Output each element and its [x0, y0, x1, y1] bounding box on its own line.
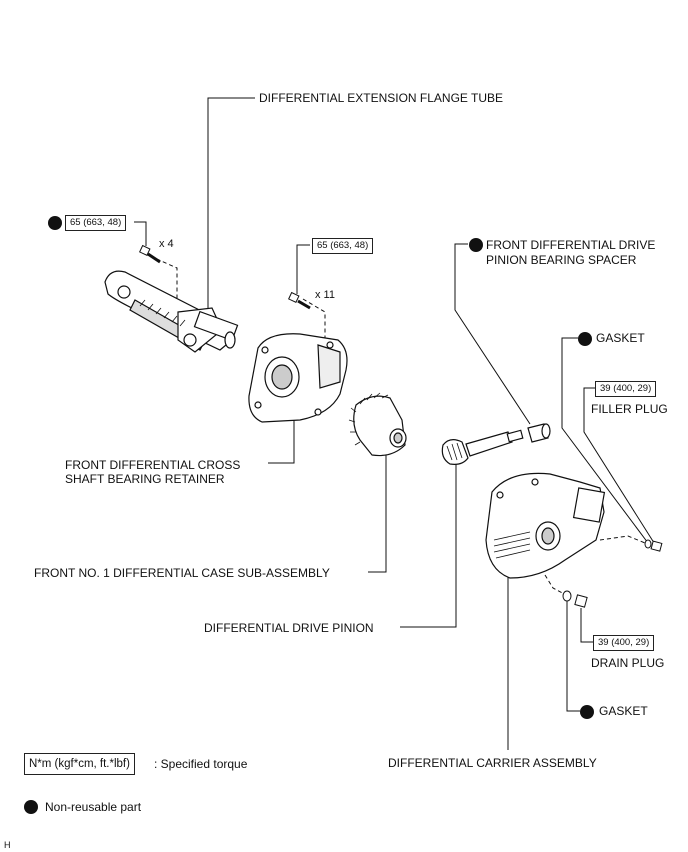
label-filler-plug: FILLER PLUG	[591, 402, 668, 416]
leader-ext-flange-tube	[207, 97, 255, 312]
label-cross-shaft-line2: SHAFT BEARING RETAINER	[65, 472, 225, 486]
cross-shaft-bearing-retainer	[248, 333, 348, 423]
qty-retainer-bolts: x 11	[315, 289, 335, 301]
bearing-spacer	[527, 423, 551, 443]
leader-torque-retainer-bolts	[296, 244, 310, 294]
non-reusable-marker-gasket-bottom	[580, 705, 594, 719]
leader-cross-shaft	[268, 418, 295, 464]
legend-non-reusable-text: Non-reusable part	[45, 800, 142, 814]
label-case-sub-assembly: FRONT NO. 1 DIFFERENTIAL CASE SUB-ASSEMB…	[34, 566, 330, 580]
label-cross-shaft-line1: FRONT DIFFERENTIAL CROSS	[65, 458, 241, 472]
non-reusable-marker-gasket-top	[578, 332, 592, 346]
filler-plug-and-gasket	[644, 539, 663, 552]
legend-torque-text: : Specified torque	[154, 757, 248, 771]
label-bearing-spacer-line2: PINION BEARING SPACER	[486, 253, 637, 267]
dash-filler-plug	[599, 535, 646, 544]
label-carrier-assembly: DIFFERENTIAL CARRIER ASSEMBLY	[388, 756, 597, 770]
label-gasket-top: GASKET	[596, 331, 645, 345]
label-drive-pinion: DIFFERENTIAL DRIVE PINION	[204, 621, 374, 635]
leader-gasket-bottom	[566, 600, 580, 712]
non-reusable-marker-flange	[48, 216, 62, 230]
leader-drive-pinion	[400, 462, 457, 628]
torque-filler-plug: 39 (400, 29)	[595, 381, 657, 397]
non-reusable-marker-spacer	[469, 238, 483, 252]
legend-torque-box: N*m (kgf*cm, ft.*lbf)	[24, 753, 135, 775]
extension-flange-tube	[104, 270, 239, 353]
qty-flange-tube-bolts: x 4	[159, 238, 174, 250]
torque-drain-plug: 39 (400, 29)	[593, 635, 655, 651]
torque-retainer-bolts: 65 (663, 48)	[312, 238, 374, 254]
leader-gasket-top	[561, 337, 649, 544]
retainer-bolt	[288, 291, 311, 310]
drain-plug-and-gasket	[562, 590, 588, 608]
leader-case-sub-assembly	[368, 450, 387, 573]
label-gasket-bottom: GASKET	[599, 704, 648, 718]
label-drain-plug: DRAIN PLUG	[591, 656, 665, 670]
differential-case-sub-assembly	[348, 392, 407, 457]
dash-drain-plug	[544, 574, 567, 596]
label-ext-flange-tube: DIFFERENTIAL EXTENSION FLANGE TUBE	[259, 91, 504, 105]
leader-filler-plug	[583, 387, 657, 547]
dash-retainer-bolt	[302, 298, 326, 338]
torque-flange-tube-bolts: 65 (663, 48)	[65, 215, 127, 231]
label-bearing-spacer-line1: FRONT DIFFERENTIAL DRIVE	[486, 238, 656, 252]
flange-tube-bolt	[139, 244, 161, 264]
leader-torque-flange-bolts	[134, 221, 147, 246]
leader-drain-plug	[580, 608, 595, 643]
leader-bearing-spacer	[454, 243, 531, 425]
differential-drive-pinion	[441, 429, 524, 465]
corner-mark: H	[4, 840, 11, 850]
differential-carrier-assembly	[485, 472, 606, 579]
legend-non-reusable-marker	[24, 800, 38, 814]
